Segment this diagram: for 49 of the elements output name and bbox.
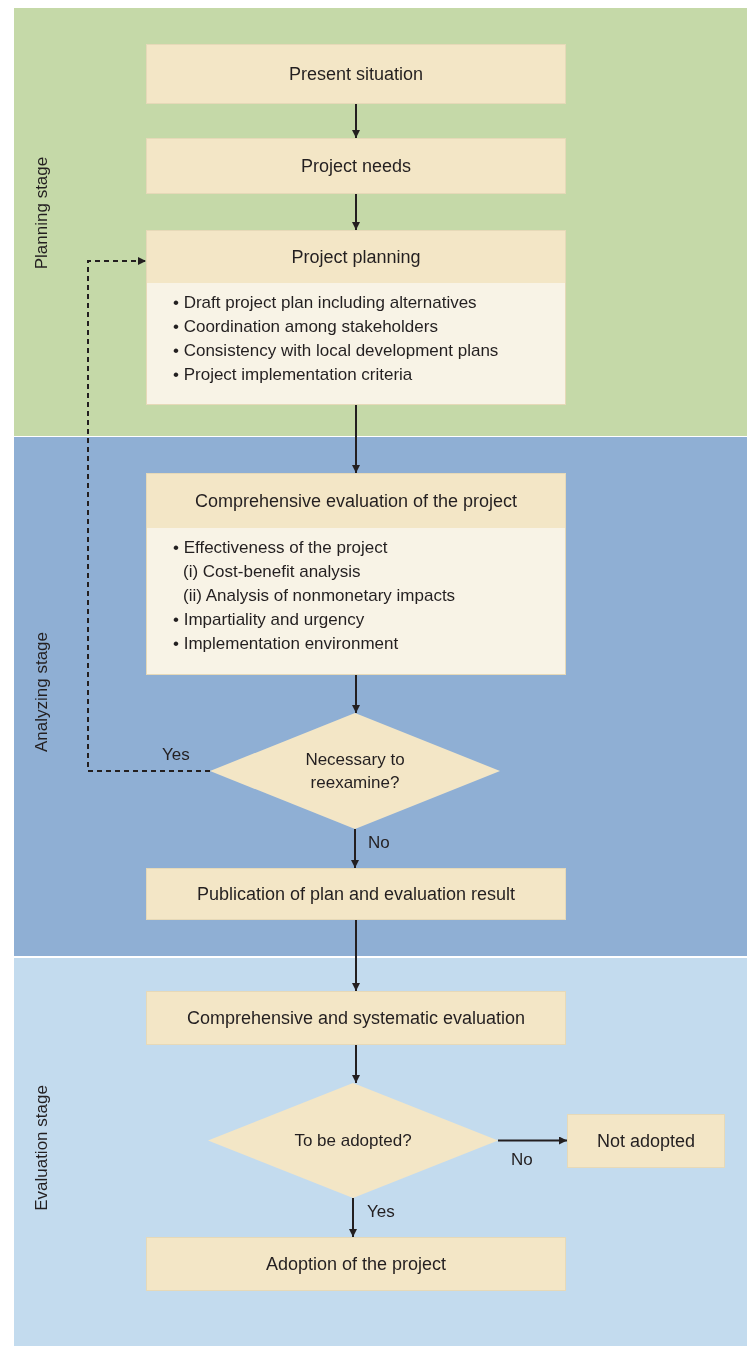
box-title: Project planning	[291, 246, 421, 268]
arrow	[352, 919, 360, 992]
stage-band	[14, 437, 747, 956]
box-title: Adoption of the project	[265, 1253, 447, 1275]
arrow	[352, 103, 360, 139]
box-title: Publication of plan and evaluation result	[196, 883, 516, 905]
process-box	[146, 230, 566, 405]
box-title: Not adopted	[596, 1130, 696, 1152]
process-box	[567, 1114, 725, 1168]
process-box	[146, 138, 566, 194]
box-title: Comprehensive evaluation of the project	[194, 490, 518, 512]
arrow	[352, 193, 360, 231]
edge-label: Yes	[162, 745, 190, 765]
process-box	[146, 44, 566, 104]
arrow	[351, 828, 359, 869]
edge-label: No	[368, 833, 390, 853]
stage-band	[14, 958, 747, 1346]
list-item: • Effectiveness of the project	[173, 537, 389, 559]
arrow	[352, 674, 360, 714]
list-item: • Project implementation criteria	[173, 364, 414, 386]
arrow	[497, 1136, 568, 1145]
decision-diamond	[208, 1083, 498, 1198]
arrow	[352, 404, 360, 474]
box-title: Project needs	[300, 155, 412, 177]
stage-label: Planning stage	[32, 156, 52, 270]
stage-label: Analyzing stage	[32, 632, 52, 752]
decision-text: Necessary to reexamine?	[304, 749, 406, 794]
arrow	[87, 257, 211, 772]
edge-label: No	[511, 1150, 533, 1170]
process-box	[146, 1237, 566, 1291]
stage-label: Evaluation stage	[32, 1085, 52, 1211]
stage-band	[14, 8, 747, 436]
arrow	[349, 1197, 357, 1238]
decision-text: To be adopted?	[294, 1130, 412, 1152]
list-item: • Impartiality and urgency	[173, 609, 366, 631]
list-item: • Coordination among stakeholders	[173, 316, 439, 338]
decision-diamond	[210, 713, 500, 829]
box-title: Present situation	[288, 63, 424, 85]
process-box	[146, 868, 566, 920]
list-item: (ii) Analysis of nonmonetary impacts	[182, 585, 457, 607]
edge-label: Yes	[367, 1202, 395, 1222]
list-item: • Implementation environment	[173, 633, 400, 655]
box-title: Comprehensive and systematic evaluation	[186, 1007, 526, 1029]
arrow	[352, 1044, 360, 1084]
process-box	[146, 991, 566, 1045]
list-item: (i) Cost-benefit analysis	[182, 561, 362, 583]
list-item: • Consistency with local development plans	[173, 340, 500, 362]
list-item: • Draft project plan including alternatives	[173, 292, 478, 314]
process-box	[146, 473, 566, 675]
